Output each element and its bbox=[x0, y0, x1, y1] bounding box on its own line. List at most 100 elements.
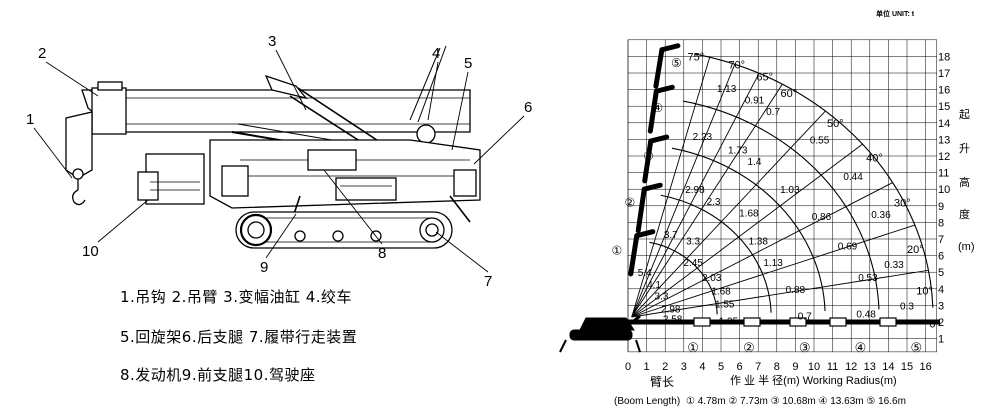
load-value: 2.3 bbox=[707, 197, 721, 208]
x-tick-label: 16 bbox=[919, 361, 931, 373]
boom-section bbox=[642, 138, 654, 184]
y-tick-label: 9 bbox=[938, 201, 944, 213]
load-value: 0.3 bbox=[900, 301, 914, 312]
angle-labels: 75°70°65°60°50°40°30°20°10°0° bbox=[688, 51, 940, 330]
load-value: 0.48 bbox=[856, 310, 876, 321]
hook bbox=[65, 111, 93, 206]
boom-section-marker: ④ bbox=[652, 101, 663, 115]
angle-spokes bbox=[631, 57, 929, 318]
angle-label: 40° bbox=[866, 153, 883, 165]
operator-seat bbox=[137, 153, 205, 205]
angle-spoke bbox=[631, 83, 783, 318]
load-value: 3.7 bbox=[664, 230, 678, 241]
x-axis-caption: 作 业 半 径(m) Working Radius(m) bbox=[730, 373, 897, 387]
angle-spoke bbox=[631, 143, 863, 318]
boom-section-marker: ② bbox=[624, 195, 635, 209]
boom-section-markers: ① ② ③ ④ ⑤ bbox=[611, 56, 681, 258]
angle-label: 60° bbox=[781, 88, 798, 100]
load-value: 1.13 bbox=[763, 258, 783, 269]
load-value: 1.03 bbox=[780, 185, 800, 196]
angle-spoke bbox=[631, 57, 711, 318]
x-tick-label: 6 bbox=[737, 361, 743, 373]
load-value: 3.3 bbox=[655, 291, 669, 302]
angle-spoke bbox=[631, 269, 929, 318]
load-value: 0.55 bbox=[810, 135, 830, 146]
angle-label: 50° bbox=[827, 118, 844, 130]
y-tick-label: 1 bbox=[938, 334, 944, 346]
boom-tip bbox=[634, 229, 656, 239]
callout-8: 8 bbox=[378, 245, 386, 262]
x-tick-label: 5 bbox=[718, 361, 724, 373]
rear-outrigger bbox=[449, 195, 471, 223]
y-tick-label: 4 bbox=[938, 284, 944, 296]
y-tick-label: 3 bbox=[938, 300, 944, 312]
slew-frame bbox=[209, 139, 481, 209]
angle-label: 75° bbox=[688, 51, 705, 63]
y-tick-label: 13 bbox=[938, 134, 950, 146]
boom-section bbox=[628, 233, 640, 277]
callout-2: 2 bbox=[38, 45, 46, 62]
angle-spoke bbox=[631, 182, 893, 318]
legend-line-3: 8.发动机9.前支腿10.驾驶座 bbox=[120, 366, 316, 384]
boom-section-marker: ③ bbox=[643, 149, 654, 163]
load-value: 0.36 bbox=[871, 210, 891, 221]
x-tick-label: 9 bbox=[792, 361, 798, 373]
callout-3: 3 bbox=[268, 33, 276, 50]
boom-sections bbox=[628, 43, 681, 277]
x-tick-label: 11 bbox=[827, 361, 838, 373]
crane-drawing bbox=[33, 45, 525, 273]
load-value: 0.91 bbox=[745, 96, 765, 107]
x-tick-label: 10 bbox=[808, 361, 820, 373]
callout-9: 9 bbox=[260, 259, 268, 276]
boom-lengths: ① 4.78m ② 7.73m ③ 10.68m ④ 13.63m ⑤ 16.6… bbox=[686, 396, 906, 407]
load-value: 2.98 bbox=[685, 185, 705, 196]
y-tick-label: 15 bbox=[938, 101, 950, 113]
angle-spoke bbox=[631, 73, 760, 318]
angle-label: 30° bbox=[894, 197, 911, 209]
x-tick-label: 2 bbox=[662, 361, 668, 373]
angle-label: 65° bbox=[756, 71, 773, 83]
right-axis-label-2: 高 bbox=[959, 175, 970, 189]
load-value: 2.45 bbox=[683, 258, 703, 269]
y-tick-label: 17 bbox=[938, 68, 950, 80]
winch bbox=[409, 45, 447, 144]
right-axis-label-4: (m) bbox=[958, 241, 975, 253]
boom bbox=[81, 89, 471, 133]
callout-5: 5 bbox=[464, 55, 472, 72]
angle-spoke bbox=[631, 224, 916, 318]
load-value: 2.23 bbox=[693, 132, 713, 143]
x-section-marker: ③ bbox=[799, 340, 811, 355]
y-tick-label: 7 bbox=[938, 234, 944, 246]
load-value: 2.98 bbox=[661, 305, 681, 316]
boom-section bbox=[635, 186, 647, 234]
boom-section bbox=[653, 47, 665, 89]
angle-spoke bbox=[631, 64, 736, 318]
angle-label: 20° bbox=[907, 244, 924, 256]
engine bbox=[335, 177, 397, 201]
y-tick-label: 12 bbox=[938, 151, 950, 163]
y-tick-label: 11 bbox=[938, 168, 949, 180]
load-value: 0.88 bbox=[786, 285, 806, 296]
boom-tip bbox=[641, 182, 663, 192]
boom-section-marker: ① bbox=[611, 244, 622, 258]
x-tick-label: 12 bbox=[845, 361, 857, 373]
load-value: 2.58 bbox=[663, 315, 683, 326]
load-values: 1.130.910.70.550.440.360.330.32.231.731.… bbox=[638, 84, 915, 327]
boom-section-marker: ⑤ bbox=[671, 56, 682, 70]
x-section-marker: ⑤ bbox=[910, 340, 922, 355]
x-tick-label: 15 bbox=[901, 361, 913, 373]
unit-note: 单位 UNIT: t bbox=[876, 9, 915, 18]
y-tick-label: 10 bbox=[938, 184, 950, 196]
callout-10: 10 bbox=[82, 243, 99, 260]
grid-frame bbox=[627, 39, 938, 353]
load-value: 1.38 bbox=[748, 237, 768, 248]
callout-leaders bbox=[33, 49, 525, 273]
boom-tip bbox=[648, 134, 670, 144]
angle-label: 10° bbox=[916, 285, 933, 297]
y-tick-label: 14 bbox=[938, 118, 950, 130]
angle-spoke bbox=[631, 110, 826, 318]
